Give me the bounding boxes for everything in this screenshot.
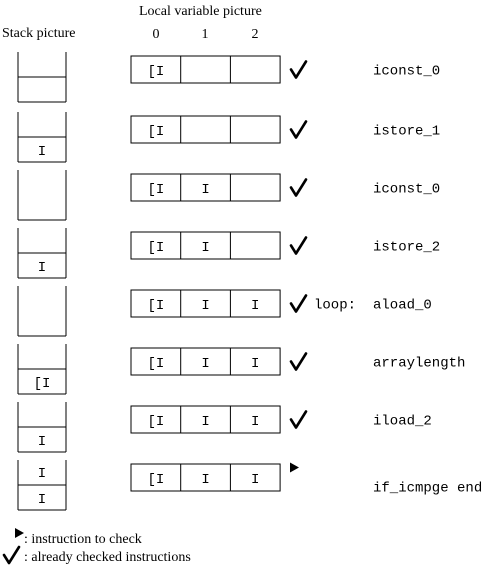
column-index-label: 2 — [252, 27, 259, 42]
locals-frame — [130, 463, 281, 492]
column-index-label: 1 — [202, 27, 209, 42]
legend-check-text: : already checked instructions — [24, 550, 191, 565]
stack-slot-value: I — [38, 492, 46, 508]
local-variable-value: [I — [147, 414, 164, 430]
local-variable-value: I — [201, 356, 209, 372]
locals-frame — [130, 347, 281, 376]
loop-label: loop: — [314, 298, 356, 314]
local-variable-value: [I — [147, 124, 164, 140]
instruction-text: istore_1 — [373, 124, 440, 140]
legend-play-arrow-icon — [15, 528, 24, 538]
locals-frame — [130, 231, 281, 260]
local-variable-picture-header: Local variable picture — [139, 4, 262, 19]
checked-icon — [289, 410, 308, 429]
instruction-text: iload_2 — [373, 414, 432, 430]
locals-frame — [130, 405, 281, 434]
local-variable-value: I — [201, 472, 209, 488]
locals-frame — [130, 115, 281, 144]
stack-slot-value: I — [38, 260, 46, 276]
local-variable-value: [I — [147, 182, 164, 198]
play-arrow-icon — [290, 462, 299, 473]
instruction-text: iconst_0 — [373, 64, 440, 80]
stack-slot-value: I — [38, 434, 46, 450]
stack-slot-value: I — [38, 144, 46, 160]
local-variable-value: [I — [147, 356, 164, 372]
instruction-text: aload_0 — [373, 298, 432, 314]
local-variable-value: I — [201, 240, 209, 256]
checked-icon — [289, 236, 308, 255]
instruction-text: if_icmpge end — [373, 481, 482, 497]
instruction-text: iconst_0 — [373, 182, 440, 198]
checked-icon — [289, 60, 308, 79]
locals-frame — [130, 173, 281, 202]
stack-picture-header: Stack picture — [2, 26, 76, 41]
legend-arrow-text: : instruction to check — [24, 532, 142, 547]
local-variable-value: I — [201, 414, 209, 430]
local-variable-value: I — [251, 356, 259, 372]
instruction-text: arraylength — [373, 356, 465, 372]
local-variable-value: I — [201, 298, 209, 314]
local-variable-value: I — [251, 414, 259, 430]
local-variable-value: I — [251, 298, 259, 314]
stack-slot-value: [I — [34, 376, 51, 392]
local-variable-value: [I — [147, 472, 164, 488]
local-variable-value: [I — [147, 64, 164, 80]
stack-slot-value: I — [38, 466, 46, 482]
local-variable-value: I — [251, 472, 259, 488]
local-variable-value: I — [201, 182, 209, 198]
checked-icon — [289, 120, 308, 139]
checked-icon — [289, 352, 308, 371]
legend-checked-icon — [2, 545, 21, 565]
locals-frame — [130, 289, 281, 318]
locals-frame — [130, 55, 281, 84]
instruction-text: istore_2 — [373, 240, 440, 256]
checked-icon — [289, 294, 308, 313]
column-index-label: 0 — [153, 27, 160, 42]
local-variable-value: [I — [147, 298, 164, 314]
checked-icon — [289, 178, 308, 197]
local-variable-value: [I — [147, 240, 164, 256]
